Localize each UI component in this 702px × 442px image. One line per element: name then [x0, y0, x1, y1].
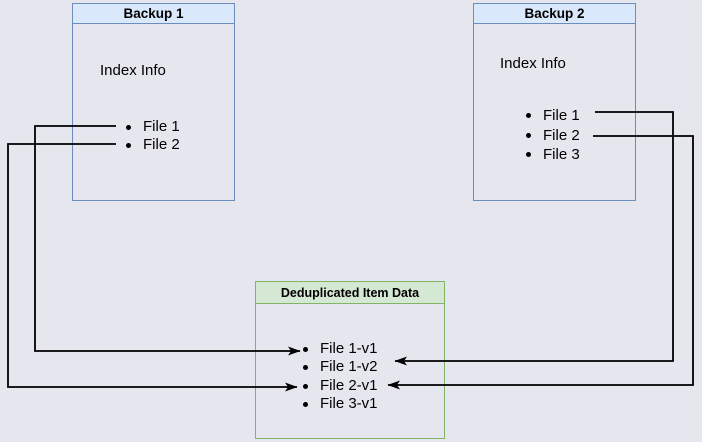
- dedup-title: Deduplicated Item Data: [280, 285, 420, 300]
- list-item: File 1-v1: [297, 340, 378, 358]
- backup1-index-info-label: Index Info: [100, 62, 166, 79]
- list-item: File 2: [120, 136, 180, 154]
- backup1-box: Backup 1 Index Info File 1 File 2: [72, 3, 235, 201]
- backup1-title: Backup 1: [123, 6, 184, 21]
- dedup-item-list: File 1-v1 File 1-v2 File 2-v1 File 3-v1: [297, 340, 378, 414]
- list-item: File 2: [520, 126, 580, 146]
- list-item: File 1: [120, 118, 180, 136]
- list-item: File 3: [520, 145, 580, 165]
- dedup-header: Deduplicated Item Data: [256, 282, 444, 304]
- list-item: File 1-v2: [297, 358, 378, 376]
- backup2-header: Backup 2: [474, 4, 635, 24]
- backup1-header: Backup 1: [73, 4, 234, 24]
- list-item: File 2-v1: [297, 377, 378, 395]
- backup2-index-info-label: Index Info: [500, 55, 566, 72]
- list-item: File 1: [520, 106, 580, 126]
- backup2-box: Backup 2 Index Info File 1 File 2 File 3: [473, 3, 636, 201]
- backup2-file-list: File 1 File 2 File 3: [520, 106, 580, 165]
- list-item: File 3-v1: [297, 395, 378, 413]
- dedup-box: Deduplicated Item Data File 1-v1 File 1-…: [255, 281, 445, 439]
- backup1-file-list: File 1 File 2: [120, 118, 180, 154]
- backup2-title: Backup 2: [524, 6, 585, 21]
